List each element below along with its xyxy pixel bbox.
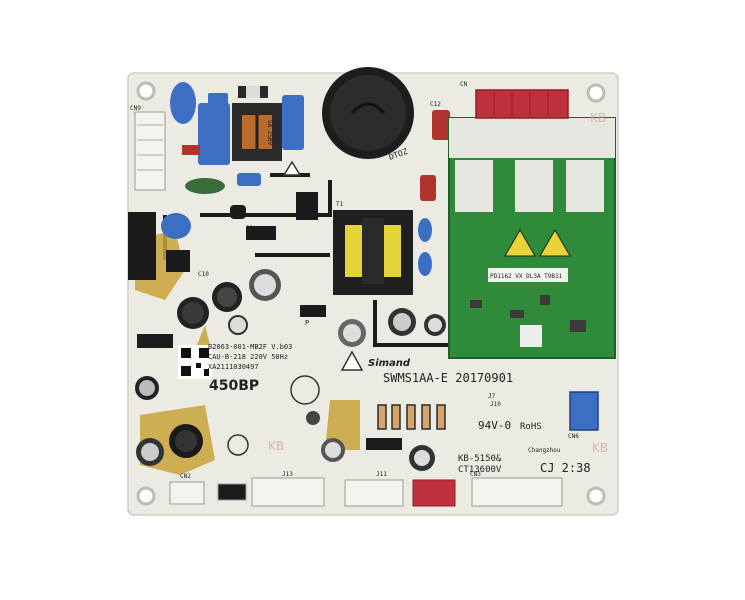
- brand-label: Simand: [368, 358, 411, 369]
- green-power-module: PD1162 VX DL3A T9B11: [448, 117, 616, 359]
- label-cn9: CN9: [130, 105, 141, 112]
- main-electrolytic-capacitor: DTOZ: [322, 67, 414, 162]
- date-code-label: CJ 2:38: [540, 461, 591, 475]
- watermark-right: KB: [592, 441, 608, 455]
- board-code: 450BP: [209, 378, 259, 394]
- label-t1: T1: [336, 201, 344, 208]
- connector-blue: [569, 391, 599, 431]
- sticker-line-3: XA2111030497: [208, 363, 259, 371]
- red-capacitors: [182, 110, 450, 201]
- model-label: SWMS1AA-E 20170901: [383, 371, 513, 385]
- flammability-label: 94V-0: [478, 419, 511, 432]
- common-mode-choke: [232, 103, 282, 161]
- city-label: Changzhou: [528, 447, 561, 454]
- label-c10: C10: [198, 271, 209, 278]
- label-j10: J10: [490, 401, 501, 408]
- logos: [227, 160, 364, 456]
- filter-ring: [185, 178, 225, 194]
- sticker-line-2: CAU-B-218 220V 50Hz: [208, 353, 288, 361]
- label-c12: C12: [430, 101, 441, 108]
- label-j13: J13: [282, 471, 293, 478]
- sticker-line-1: B2063-001-MB2F V.b03: [208, 343, 292, 351]
- watermark-top: KB: [590, 111, 606, 125]
- kb-part-label: KB-5150&: [458, 454, 502, 464]
- resistors: [377, 404, 446, 430]
- connector-cn9: [134, 111, 166, 191]
- module-label: PD1162 VX DL3A T9B11: [490, 273, 563, 280]
- fuse: [238, 86, 268, 98]
- connector-small-left: [137, 334, 173, 348]
- connector-small-mid: [366, 438, 402, 450]
- rohs-label: RoHS: [520, 422, 542, 432]
- blue-capacitors: [161, 82, 432, 276]
- label-j11: J11: [376, 471, 387, 478]
- label-cn3: CN3: [470, 471, 481, 478]
- watermark-left: KB: [268, 439, 284, 453]
- label-j7: J7: [488, 393, 496, 400]
- label-q1: Q1: [246, 225, 254, 232]
- qr-code: [178, 345, 212, 379]
- label-cn: CN: [460, 81, 468, 88]
- transformer-t1: [333, 210, 413, 295]
- small-electrolytic-capacitors: [135, 269, 446, 471]
- fuse-label: 5A 250V: [266, 120, 273, 146]
- ptc-label: P: [305, 319, 309, 327]
- relay-left: [128, 212, 156, 280]
- connector-red-top: [475, 89, 569, 119]
- label-cn2: CN2: [180, 473, 191, 480]
- label-cn6: CN6: [568, 433, 579, 440]
- ct-part-label: CT13600V: [458, 465, 502, 475]
- integrated-circuits: [166, 192, 326, 317]
- mounting-holes: [136, 81, 606, 506]
- bottom-connectors: [169, 477, 563, 507]
